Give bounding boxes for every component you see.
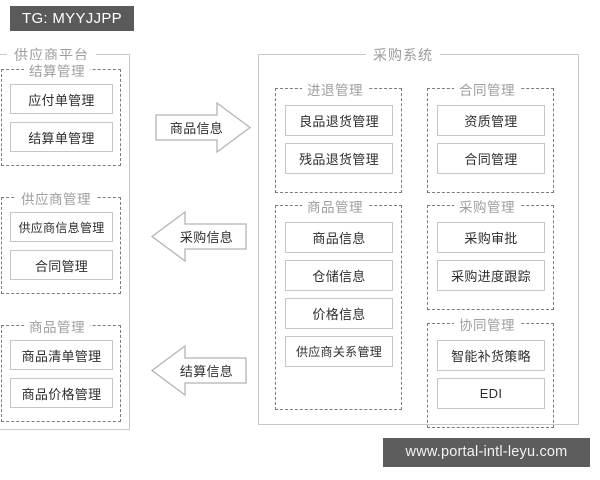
item-product-info[interactable]: 商品信息 <box>285 222 393 253</box>
group-product-management-left-title: 商品管理 <box>24 316 90 336</box>
site-watermark: www.portal-intl-leyu.com <box>383 438 590 467</box>
supplier-platform-panel: 供应商平台 结算管理 应付单管理 结算单管理 供应商管理 供应商信息管理 合同管… <box>0 45 130 430</box>
group-collaboration-management: 协同管理 智能补货策略 EDI <box>427 314 554 428</box>
item-contract-management[interactable]: 合同管理 <box>10 250 113 280</box>
item-good-return-management[interactable]: 良品退货管理 <box>285 105 393 136</box>
item-product-price-management[interactable]: 商品价格管理 <box>10 378 113 408</box>
arrow-left-shape <box>150 210 247 263</box>
group-product-management-right: 商品管理 商品信息 仓储信息 价格信息 供应商关系管理 <box>275 196 402 410</box>
group-supplier-management-title: 供应商管理 <box>16 188 96 208</box>
item-damaged-return-management[interactable]: 残品退货管理 <box>285 143 393 174</box>
arrow-product-info-label: 商品信息 <box>169 121 224 136</box>
item-edi[interactable]: EDI <box>437 378 545 409</box>
item-smart-replenishment-strategy[interactable]: 智能补货策略 <box>437 340 545 371</box>
item-qualification-management[interactable]: 资质管理 <box>437 105 545 136</box>
group-return-management-title: 进退管理 <box>302 79 368 99</box>
group-collaboration-management-title: 协同管理 <box>454 314 520 334</box>
item-warehouse-info[interactable]: 仓储信息 <box>285 260 393 291</box>
group-settlement-management-title: 结算管理 <box>24 60 90 80</box>
arrow-purchase-info: 采购信息 <box>150 210 247 263</box>
arrow-settlement-info-label: 结算信息 <box>179 364 234 379</box>
item-price-info[interactable]: 价格信息 <box>285 298 393 329</box>
group-purchase-management-title: 采购管理 <box>454 196 520 216</box>
group-return-management: 进退管理 良品退货管理 残品退货管理 <box>275 79 402 193</box>
arrow-left-shape-2 <box>150 344 247 397</box>
item-payable-order-management[interactable]: 应付单管理 <box>10 84 113 114</box>
item-purchase-approval[interactable]: 采购审批 <box>437 222 545 253</box>
item-purchase-progress-tracking[interactable]: 采购进度跟踪 <box>437 260 545 291</box>
item-contract-management-right[interactable]: 合同管理 <box>437 143 545 174</box>
arrow-right-shape <box>155 101 252 154</box>
group-product-management-left: 商品管理 商品清单管理 商品价格管理 <box>1 316 121 422</box>
purchase-system-title: 采购系统 <box>366 45 440 65</box>
group-settlement-management: 结算管理 应付单管理 结算单管理 <box>1 60 121 166</box>
arrow-purchase-info-label: 采购信息 <box>179 230 234 245</box>
arrow-product-info: 商品信息 <box>155 101 252 154</box>
tg-badge: TG: MYYJJPP <box>10 6 134 31</box>
item-supplier-relation-management[interactable]: 供应商关系管理 <box>285 336 393 367</box>
purchase-system-panel: 采购系统 进退管理 良品退货管理 残品退货管理 合同管理 资质管理 合同管理 商… <box>258 45 579 428</box>
group-product-management-right-title: 商品管理 <box>302 196 368 216</box>
item-product-list-management[interactable]: 商品清单管理 <box>10 340 113 370</box>
group-contract-management-right: 合同管理 资质管理 合同管理 <box>427 79 554 193</box>
item-settlement-order-management[interactable]: 结算单管理 <box>10 122 113 152</box>
item-supplier-info-management[interactable]: 供应商信息管理 <box>10 212 113 242</box>
arrow-settlement-info: 结算信息 <box>150 344 247 397</box>
group-contract-management-right-title: 合同管理 <box>454 79 520 99</box>
group-supplier-management: 供应商管理 供应商信息管理 合同管理 <box>1 188 121 294</box>
group-purchase-management: 采购管理 采购审批 采购进度跟踪 <box>427 196 554 310</box>
